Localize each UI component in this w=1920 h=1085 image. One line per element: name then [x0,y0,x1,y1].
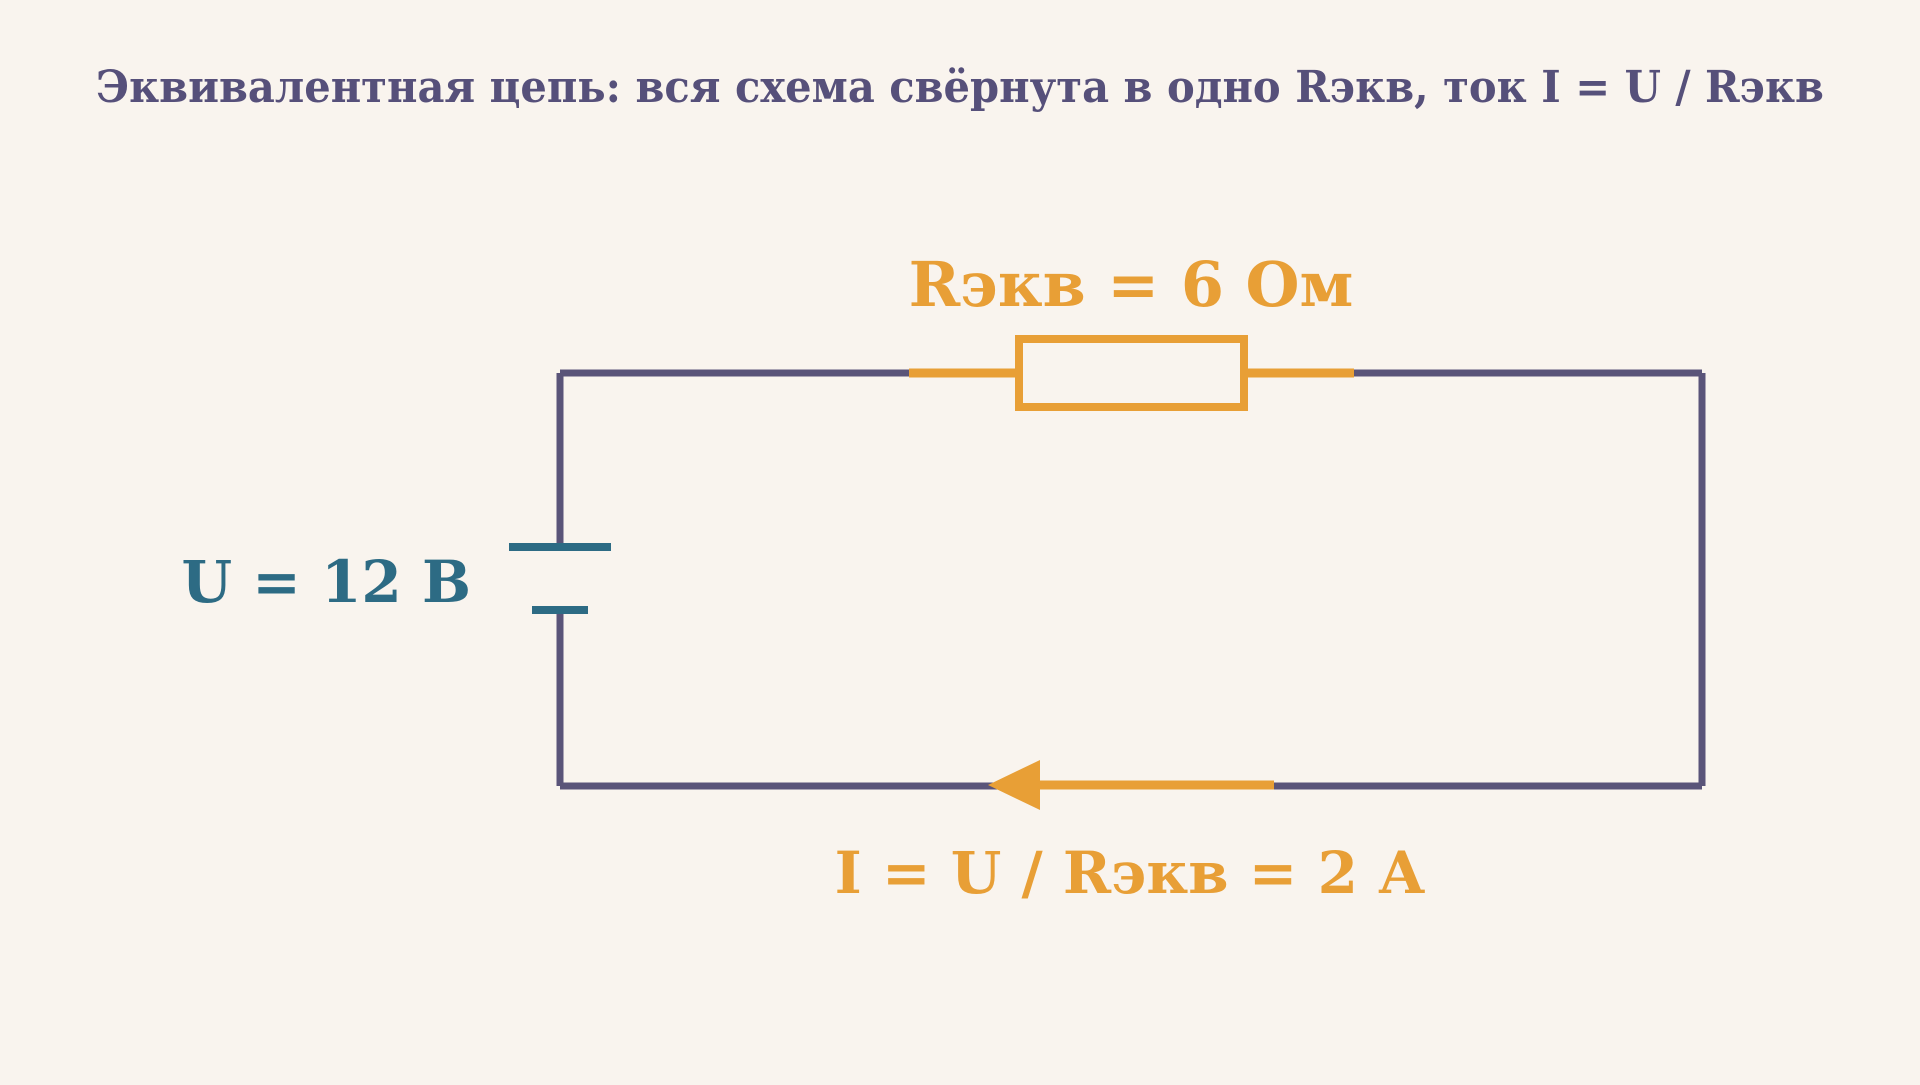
resistor-body [1015,335,1248,411]
equivalent-resistor [909,335,1354,411]
voltage-source [509,543,611,614]
circuit-wires [556,369,1706,790]
current-arrow [988,760,1274,810]
resistor-label: Rэкв = 6 Ом [909,248,1354,321]
source-label: U = 12 В [182,548,472,616]
arrow-left-icon [988,760,1040,810]
current-label: I = U / Rэкв = 2 А [835,839,1426,907]
diagram-title: Эквивалентная цепь: вся схема свёрнута в… [96,62,1824,113]
